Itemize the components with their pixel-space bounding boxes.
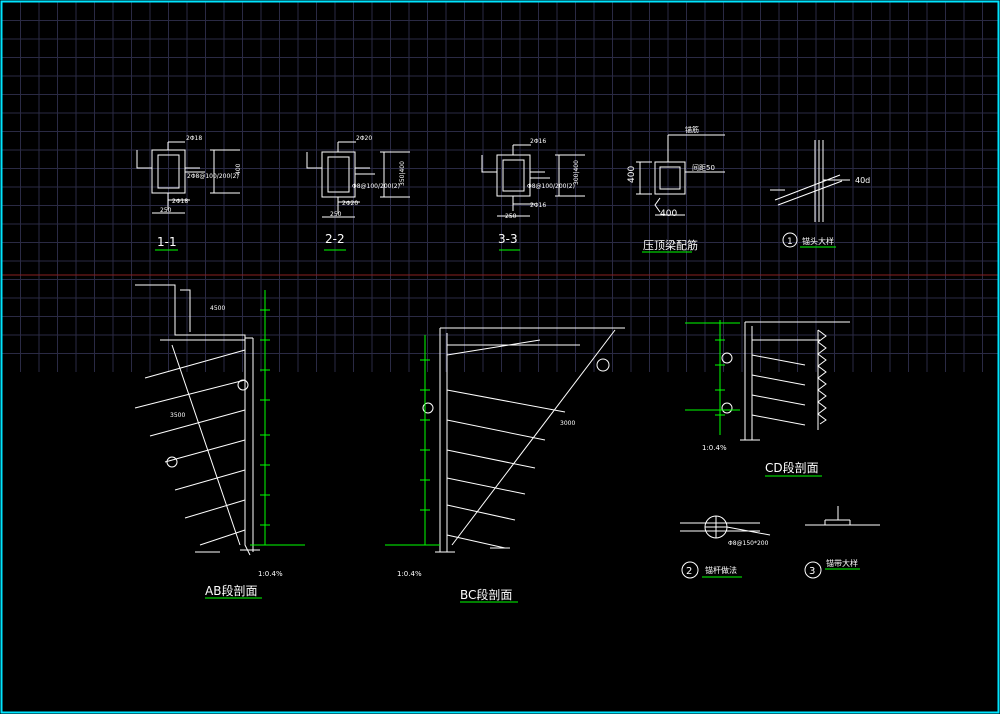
cd-profile-note-bottom: 1:0.4% xyxy=(702,444,727,452)
section-2-2 xyxy=(306,141,410,251)
capping-beam-note-top: 锚筋 xyxy=(685,125,699,134)
detail-anchor-belt-label: 锚带大样 xyxy=(826,558,858,568)
section-anchor-head xyxy=(770,140,850,248)
ab-profile-dim2: 4500 xyxy=(210,305,225,312)
grid xyxy=(1,1,998,372)
section-1-1-dim-h: 400 xyxy=(235,163,242,175)
section-3-3-label: 3-3 xyxy=(498,232,518,246)
section-1-1-label: 1-1 xyxy=(157,235,177,249)
ab-profile xyxy=(134,284,260,556)
section-3-3 xyxy=(481,144,585,251)
detail-anchor-method-label: 锚杆做法 xyxy=(705,565,737,575)
section-1-1-dim-bottom: 2Φ18 xyxy=(172,198,188,205)
bc-profile-dimension-line xyxy=(385,335,518,603)
capping-beam-dim-h: 400 xyxy=(627,166,637,183)
bc-profile-note-bottom: 1:0.4% xyxy=(397,570,422,578)
bc-profile-dim1: 3000 xyxy=(560,420,575,427)
cd-profile-title: CD段剖面 xyxy=(765,460,819,475)
anchor-head-label: 锚头大样 xyxy=(802,236,834,246)
section-3-3-dim-top: 2Φ16 xyxy=(530,138,546,145)
section-3-3-dim-w: 250 xyxy=(505,213,517,220)
section-2-2-dim-h: 350|400 xyxy=(399,161,406,186)
bc-profile-title: BC段剖面 xyxy=(460,587,512,602)
section-2-2-dim-bottom: 2Φ20 xyxy=(342,200,358,207)
section-2-2-dim-w: 250 xyxy=(330,211,342,218)
section-capping-beam xyxy=(636,134,725,253)
detail-anchor-belt-num: 3 xyxy=(809,566,815,577)
section-1-1-dim-side: 2Φ8@100/200(2) xyxy=(187,173,239,180)
cd-profile xyxy=(721,321,850,441)
section-2-2-label: 2-2 xyxy=(325,232,345,246)
ab-profile-dim1: 3500 xyxy=(170,412,185,419)
capping-beam-dim-w: 400 xyxy=(660,209,677,219)
section-2-2-dim-side: Φ8@100/200(2) xyxy=(352,183,400,190)
section-1-1 xyxy=(136,141,240,251)
cd-profile-dimension-line xyxy=(685,320,822,477)
ab-profile-note-bottom: 1:0.4% xyxy=(258,570,283,578)
section-1-1-dim-w: 250 xyxy=(160,207,172,214)
detail-anchor-method-num: 2 xyxy=(686,566,692,577)
detail-anchor-method-note: Φ8@150*200 xyxy=(728,540,769,547)
section-3-3-dim-bottom: 2Φ16 xyxy=(530,202,546,209)
anchor-head-note-right: 40d xyxy=(855,176,870,185)
section-3-3-dim-side: Φ8@100/200(2) xyxy=(527,183,575,190)
ab-profile-title: AB段剖面 xyxy=(205,583,257,598)
section-1-1-dim-top: 2Φ18 xyxy=(186,135,202,142)
capping-beam-label: 压顶梁配筋 xyxy=(643,238,698,252)
section-3-3-dim-h: 300|400 xyxy=(573,160,580,185)
bc-profile xyxy=(422,327,625,553)
detail-anchor-method xyxy=(680,515,771,579)
detail-anchor-belt xyxy=(804,506,880,579)
ab-profile-dimension-line xyxy=(205,290,305,599)
anchor-head-num: 1 xyxy=(787,237,793,247)
capping-beam-note-side: 间距50 xyxy=(692,164,715,172)
section-2-2-dim-top: 2Φ20 xyxy=(356,135,372,142)
